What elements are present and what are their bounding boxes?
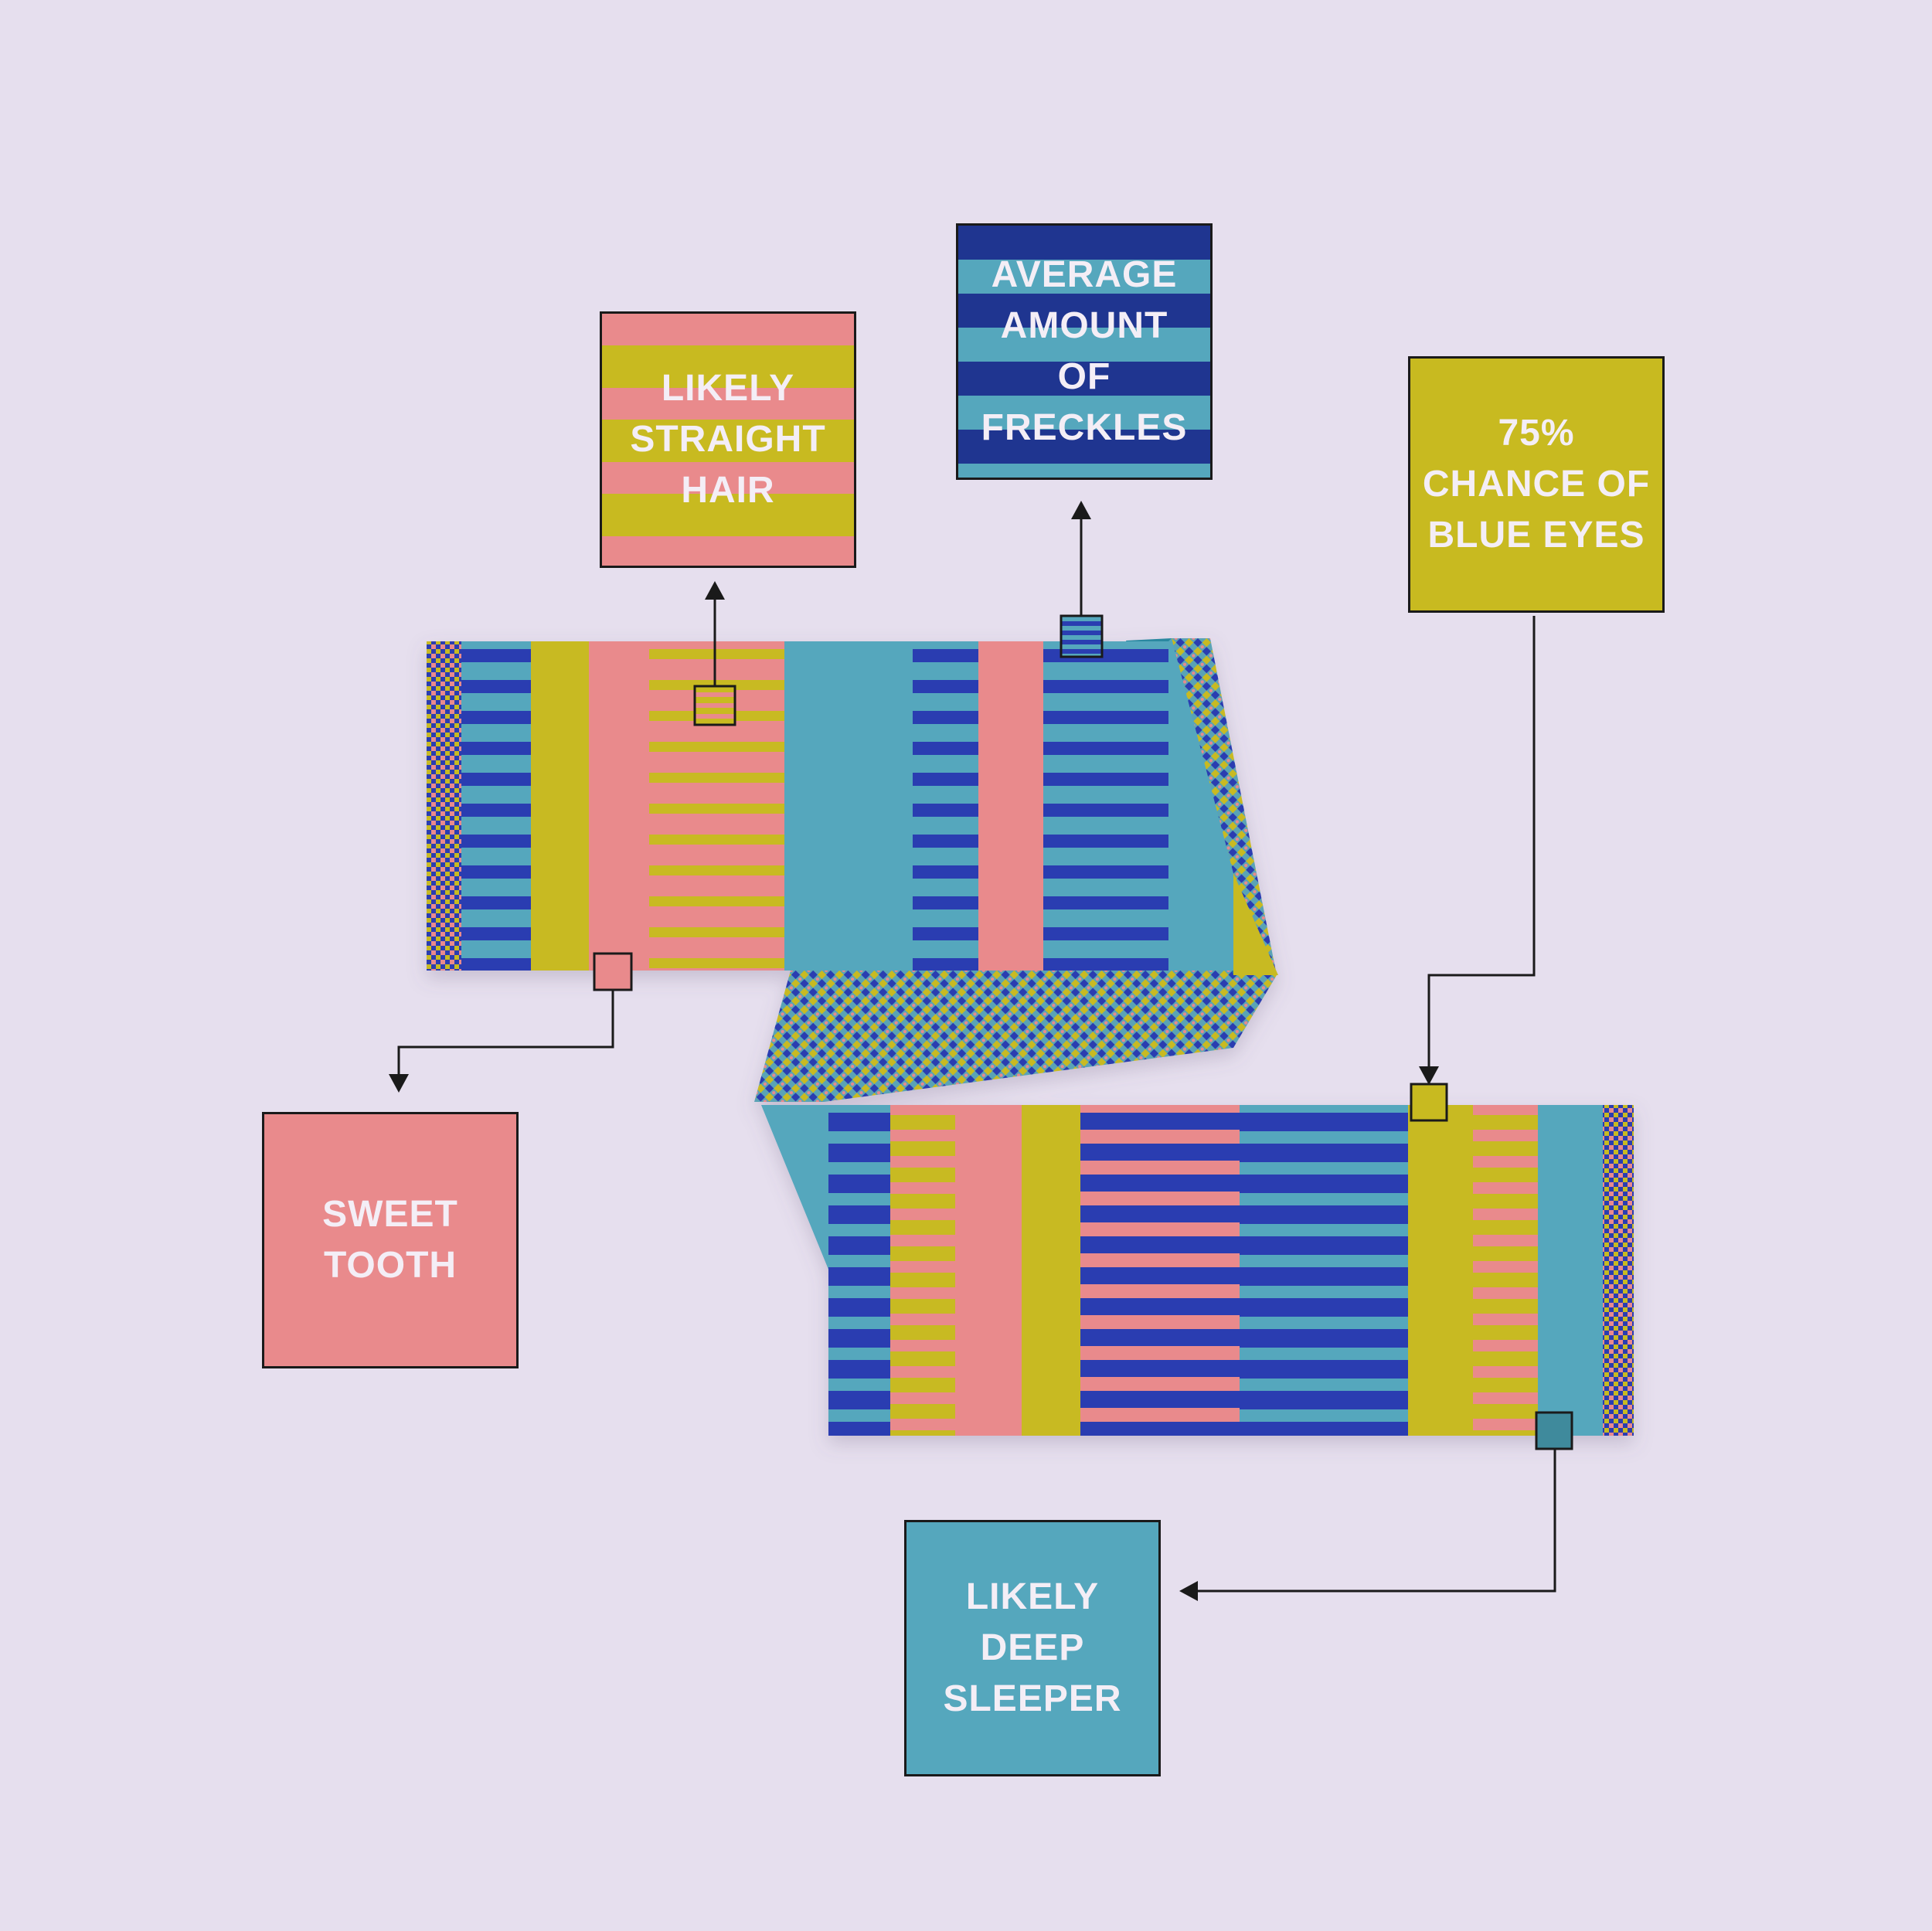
- marker-sweet-swatch-icon: [593, 952, 633, 991]
- card-text-line: STRAIGHT: [630, 419, 826, 460]
- card-text-line: FRECKLES: [981, 407, 1188, 448]
- card-text-line: LIKELY: [661, 368, 795, 409]
- marker-sleeper-swatch-icon: [1535, 1411, 1573, 1450]
- card-text-line: CHANCE OF: [1422, 464, 1651, 505]
- card-text-line: SWEET: [322, 1194, 458, 1235]
- card-text-line: AVERAGE: [991, 254, 1178, 295]
- connector-sleeper: [1192, 1450, 1556, 1593]
- card-text-line: BLUE EYES: [1427, 515, 1645, 556]
- scarf-top-band: [427, 638, 1233, 971]
- scarf: [427, 638, 1634, 1436]
- card-text-line: DEEP: [980, 1627, 1085, 1668]
- card-blue-eyes-chance: 75% CHANCE OF BLUE EYES: [1408, 356, 1665, 613]
- card-text-line: HAIR: [681, 470, 775, 511]
- connector-sweet: [397, 990, 614, 1080]
- arrow-left-icon: [1179, 1581, 1198, 1601]
- card-average-amount-of-freckles: AVERAGE AMOUNT OF FRECKLES: [956, 223, 1213, 480]
- card-text-line: SLEEPER: [943, 1678, 1122, 1719]
- card-text-line: AMOUNT: [1000, 305, 1168, 346]
- arrow-up-icon: [1071, 501, 1091, 519]
- scarf-fold-top-yellow: [1233, 873, 1278, 975]
- arrow-down-icon: [1419, 1066, 1439, 1085]
- markers: [593, 614, 1573, 1450]
- connectors: [397, 512, 1556, 1593]
- card-text-line: 75%: [1498, 413, 1575, 454]
- marker-eyes-swatch-icon: [1410, 1083, 1448, 1122]
- scarf-bottom-band: [761, 1105, 1634, 1436]
- card-likely-straight-hair: LIKELY STRAIGHT HAIR: [600, 311, 856, 568]
- arrow-up-icon: [705, 581, 725, 600]
- card-likely-deep-sleeper: LIKELY DEEP SLEEPER: [904, 1520, 1161, 1776]
- connector-eyes: [1427, 616, 1536, 1071]
- card-text-line: TOOTH: [323, 1245, 457, 1286]
- marker-hair-swatch-icon: [693, 685, 736, 726]
- marker-freckles-swatch-icon: [1060, 614, 1104, 658]
- card-sweet-tooth: SWEET TOOTH: [262, 1112, 519, 1368]
- card-text-line: LIKELY: [965, 1576, 1100, 1617]
- arrowheads: [389, 501, 1439, 1601]
- arrow-down-icon: [389, 1074, 409, 1093]
- card-text-line: OF: [1057, 356, 1111, 397]
